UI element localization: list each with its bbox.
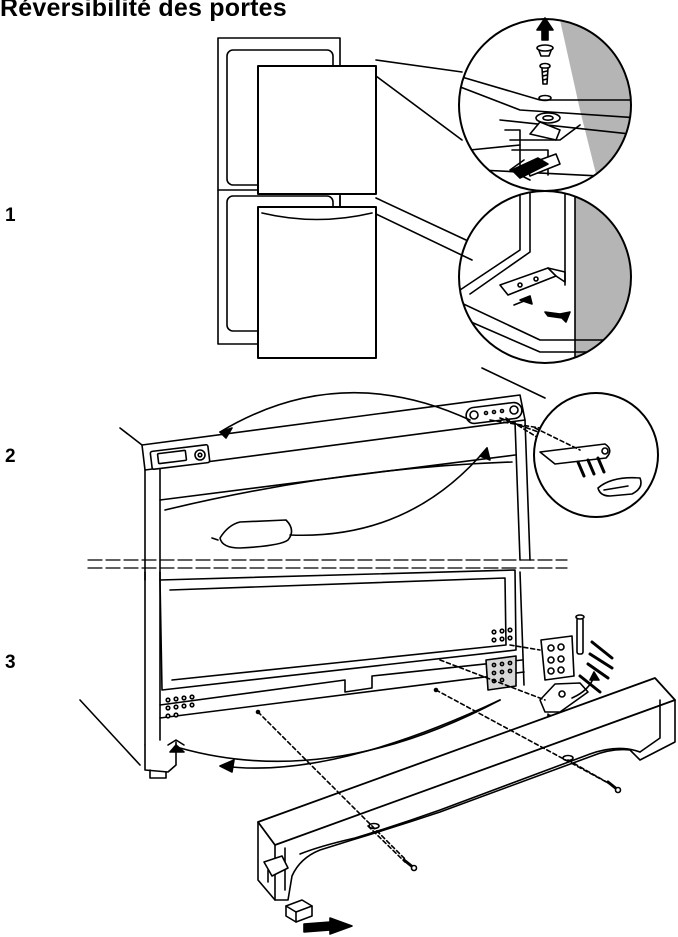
middle-hinge-detail bbox=[458, 190, 632, 364]
step-1-label: 1 bbox=[5, 205, 16, 226]
page-title: Réversibilité des portes bbox=[0, 0, 287, 22]
upper-door bbox=[257, 65, 377, 195]
top-hinge-detail bbox=[458, 17, 632, 192]
plinth-end-cap bbox=[285, 899, 353, 935]
plinth-panel bbox=[255, 677, 676, 901]
fridge-front-view bbox=[217, 37, 473, 359]
hinge-swap-detail bbox=[533, 392, 659, 518]
arrow-right-icon bbox=[303, 917, 353, 935]
step-3-label: 3 bbox=[5, 652, 16, 673]
arrow-up-icon bbox=[536, 17, 554, 41]
step-2-label: 2 bbox=[5, 446, 16, 467]
lower-door bbox=[257, 206, 377, 359]
step2-cabinet-top bbox=[119, 367, 575, 581]
arrow-right-icon bbox=[544, 311, 571, 323]
